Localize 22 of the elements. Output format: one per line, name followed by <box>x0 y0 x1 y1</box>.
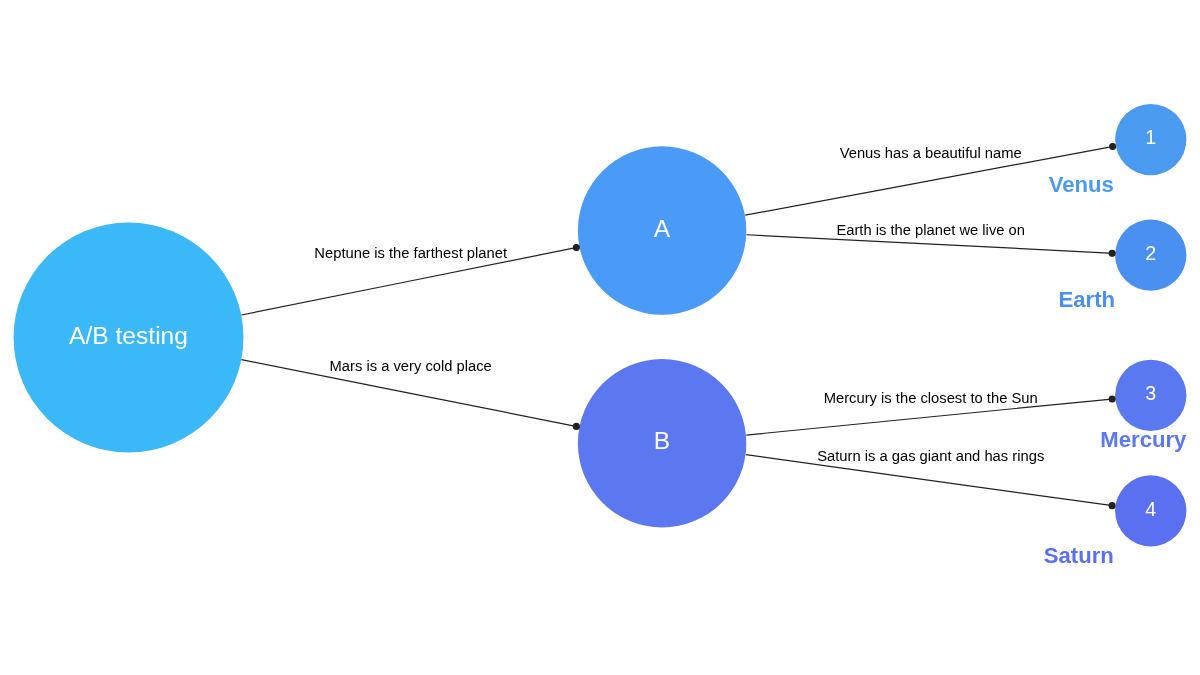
connector <box>240 359 580 430</box>
edge-label: Neptune is the farthest planet <box>314 245 508 262</box>
node-circle: 2 <box>1115 219 1187 291</box>
connector <box>745 454 1116 510</box>
node-circle: B <box>577 359 747 528</box>
edge-label: Earth is the planet we live on <box>836 221 1025 238</box>
edge-label: Mars is a very cold place <box>329 358 492 375</box>
node-label: Venus <box>1048 171 1114 197</box>
node-circle: 4 <box>1115 475 1187 547</box>
connector <box>745 395 1116 436</box>
connector <box>745 234 1116 257</box>
node-circle: 3 <box>1115 359 1187 431</box>
connector <box>744 142 1117 216</box>
edge-label: Mercury is the closest to the Sun <box>823 390 1038 407</box>
edge-label: Venus has a beautiful name <box>839 144 1022 161</box>
node-circle: A <box>577 146 747 315</box>
edge-label: Saturn is a gas giant and has rings <box>817 448 1045 465</box>
connector <box>240 244 580 316</box>
node-circle: A/B testing <box>13 222 244 453</box>
node-circle: 1 <box>1115 103 1187 176</box>
node-label: Saturn <box>1043 542 1114 568</box>
node-label: Earth <box>1058 287 1116 313</box>
